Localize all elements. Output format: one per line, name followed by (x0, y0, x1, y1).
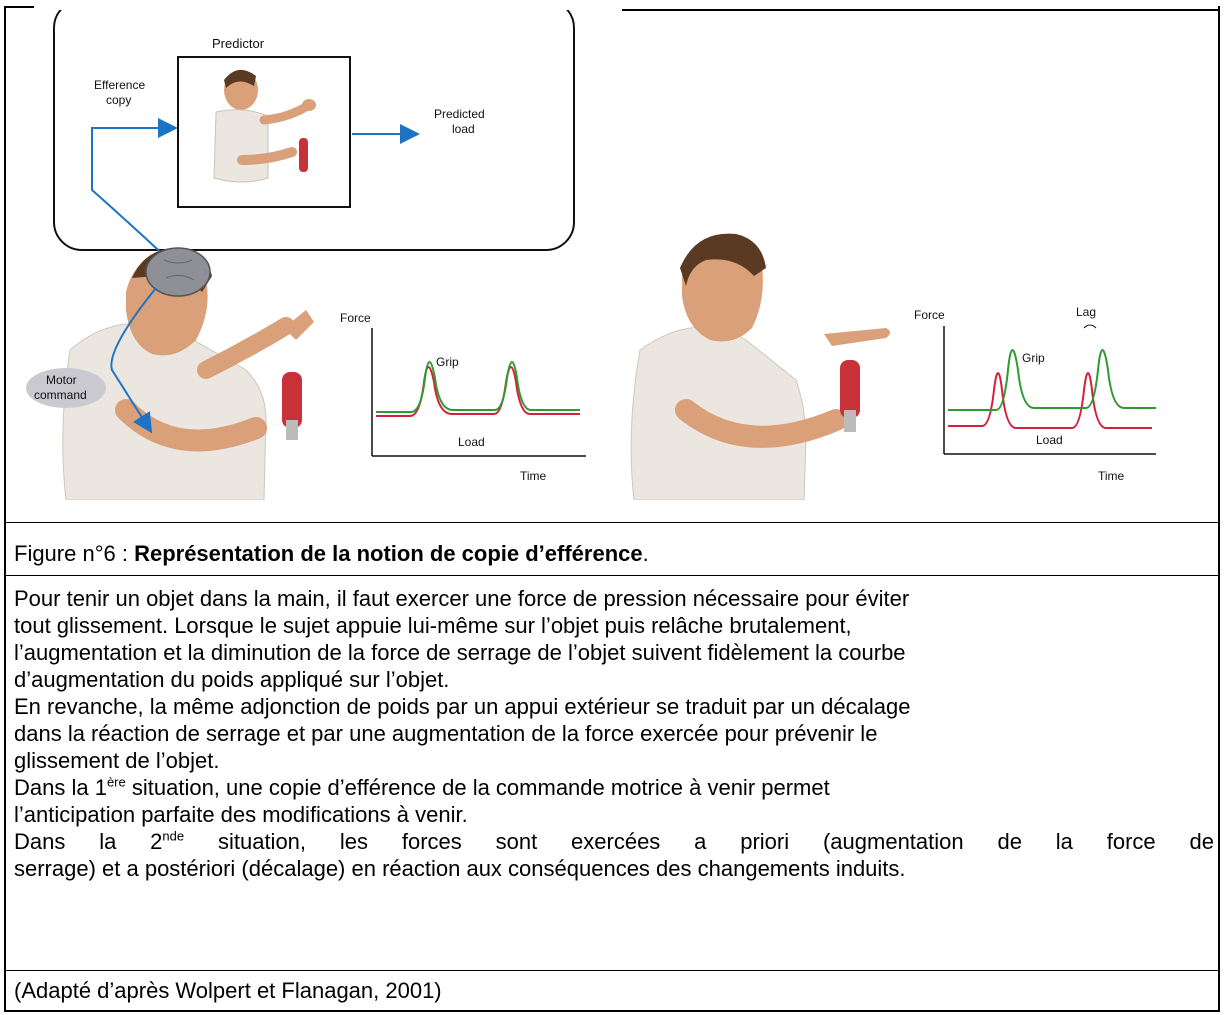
external-finger (824, 328, 890, 346)
efference-copy-figure: Predictor Efference copy Predicted load … (26, 10, 1156, 500)
p3-line1: Dans la 1ère situation, une copie d’effé… (14, 774, 830, 800)
right-grip-label: Grip (1022, 351, 1045, 365)
explanation-text: Pour tenir un objet dans la main, il fau… (14, 585, 1214, 882)
brain-icon (145, 247, 211, 297)
efference-copy-label-line1: Efference (94, 78, 145, 92)
p1-line2: tout glissement. Lorsque le sujet appuie… (14, 613, 852, 638)
p1-line4: d’augmentation du poids appliqué sur l’o… (14, 667, 450, 692)
frame-top-left-edge (4, 6, 34, 8)
right-grip-curve (948, 349, 1156, 411)
predicted-load-label-line2: load (452, 122, 475, 136)
right-load-curve (948, 372, 1152, 429)
left-graph-xlabel: Time (520, 469, 547, 483)
p4-line1: Dans la 2nde situation, les forces sont … (14, 828, 1214, 854)
source-citation: (Adapté d’après Wolpert et Flanagan, 200… (14, 978, 442, 1003)
caption-title: Représentation de la notion de copie d’e… (134, 541, 643, 566)
efference-copy-label-line2: copy (106, 93, 131, 107)
left-grip-label: Grip (436, 355, 459, 369)
left-graph-ylabel: Force (340, 311, 371, 325)
motor-command-label-line2: command (34, 388, 87, 402)
left-load-curve (376, 366, 580, 417)
separator-before-source (6, 970, 1218, 971)
separator-after-figure (6, 522, 1218, 523)
p1-line3: l’augmentation et la diminution de la fo… (14, 640, 906, 665)
p2-line1: En revanche, la même adjonction de poids… (14, 694, 911, 719)
right-graph-xlabel: Time (1098, 469, 1125, 483)
right-lag-label: Lag (1076, 305, 1096, 319)
right-force-graph: Force Grip Load Lag Time (914, 305, 1156, 483)
predicted-load-label-line1: Predicted (434, 107, 485, 121)
caption-prefix: Figure n°6 : (14, 541, 135, 566)
p4-line2: serrage) et a postériori (décalage) en r… (14, 856, 906, 881)
p1-line1: Pour tenir un objet dans la main, il fau… (14, 586, 910, 611)
right-load-label: Load (1036, 433, 1063, 447)
predictor-person-illustration (213, 69, 316, 183)
p3-line2: l’anticipation parfaite des modification… (14, 802, 468, 827)
motor-command-bubble (26, 368, 106, 408)
right-graph-ylabel: Force (914, 308, 945, 322)
predictor-label: Predictor (212, 36, 265, 51)
left-person-illustration (62, 247, 314, 500)
p2-line2: dans la réaction de serrage et par une a… (14, 721, 878, 746)
left-load-label: Load (458, 435, 485, 449)
left-force-graph: Force Grip Load Time (340, 311, 586, 483)
p2-line3: glissement de l’objet. (14, 748, 220, 773)
left-grip-curve (376, 361, 580, 413)
motor-command-arrow (110, 287, 157, 434)
motor-command-label-line1: Motor (46, 373, 77, 387)
figure-caption: Figure n°6 : Représentation de la notion… (14, 540, 649, 568)
figure-frame (4, 6, 1220, 1012)
right-person-illustration (630, 233, 890, 500)
caption-suffix: . (642, 541, 649, 566)
frame-top-right-edge (622, 9, 1220, 11)
separator-after-caption (6, 575, 1218, 576)
